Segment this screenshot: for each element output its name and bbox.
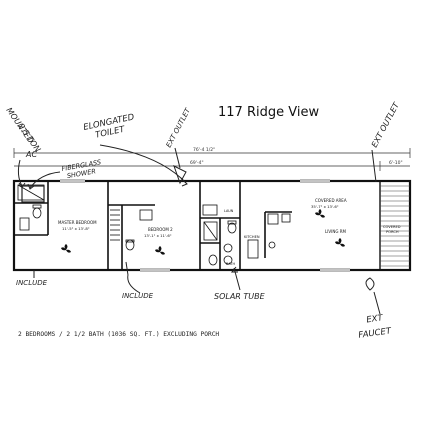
ext-faucet-line2: FAUCET [358,326,393,341]
include-mid-note: INCLUDE [122,292,154,300]
porch-hatching [379,180,411,271]
porch-dimension-label: 6'-10" [389,160,403,166]
window-lines [60,179,350,272]
covered-area-label: COVERED AREA [315,198,347,203]
living-room-label: LIVING RM [325,229,346,234]
laundry-label: LAUN [224,209,234,213]
porch-label-line1: COVERED [383,225,401,229]
covered-area-size: 35'-7" x 13'-6" [311,204,339,209]
ceiling-fan-marks [61,209,345,255]
bedroom-2-label: BEDROOM 2 [148,227,173,232]
fiberglass-shower-note: FIBERGLASS SHOWER [61,158,102,180]
fixtures [17,184,291,266]
windows [60,179,350,272]
interior-dimension-line [14,161,410,171]
bath-label: BATH [226,262,235,266]
kitchen-label: KITCHEN [244,235,260,239]
plan-title: 117 Ridge View [218,105,319,120]
ext-outlet-right-text: EXT OUTLET [370,100,402,149]
roof-ac-note-line2: 2.5 TON [16,122,42,154]
solar-tube-note: SOLAR TUBE [214,292,266,301]
master-bedroom-label: MASTER BEDROOM [58,220,97,225]
roof-ac-note-line3: AC [25,150,37,159]
roof-ac-note-2: 2.5 TON [16,122,42,154]
ext-outlet-mid-text: EXT OUTLET [165,106,193,149]
master-bedroom-size: 11'-5" x 13'-8" [62,226,90,231]
ext-faucet-note: EXT FAUCET [358,313,393,341]
elongated-toilet-note: ELONGATED TOILET [83,112,136,140]
ext-outlet-right-note: EXT OUTLET [370,100,402,149]
ext-outlet-mid-note: EXT OUTLET [165,106,193,149]
plan-caption: 2 BEDROOMS / 2 1/2 BATH (1036 SQ. FT.) E… [18,331,219,338]
overall-dimension-line [13,148,411,158]
ext-faucet-line1: EXT [366,313,384,325]
interior-dimension-label: 69'-4" [190,160,204,166]
overall-dimension-label: 76'-4 1/2" [193,147,215,153]
interior-walls [14,181,292,270]
handwritten-callouts [17,144,381,315]
porch-label-line2: PORCH [386,230,399,234]
bedroom-2-size: 13'-1" x 11'-6" [144,233,172,238]
include-left-note: INCLUDE [16,279,48,287]
